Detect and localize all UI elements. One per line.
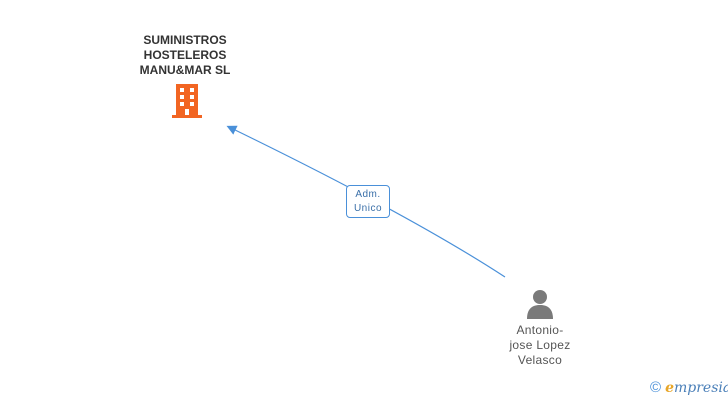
person-name-line: jose Lopez (509, 338, 571, 352)
relation-label[interactable]: Adm. Unico (346, 185, 390, 218)
company-name[interactable]: SUMINISTROS HOSTELEROS MANU&MAR SL (110, 33, 260, 78)
person-icon[interactable] (524, 288, 556, 320)
brand-name: empresia (665, 380, 728, 396)
empresia-logo[interactable]: © empresia (650, 378, 728, 398)
company-name-line: HOSTELEROS (143, 48, 227, 62)
person-name-line: Velasco (517, 353, 563, 367)
building-icon[interactable] (170, 83, 204, 119)
company-name-line: MANU&MAR SL (139, 63, 231, 77)
brand-rest: mpresia (673, 380, 728, 396)
person-name-line: Antonio- (516, 323, 564, 337)
company-name-line: SUMINISTROS (143, 33, 227, 47)
copyright-icon: © (650, 379, 662, 396)
relation-label-line: Adm. (355, 189, 381, 200)
person-name[interactable]: Antonio- jose Lopez Velasco (480, 323, 600, 368)
relation-label-line: Unico (353, 203, 383, 214)
brand-initial: e (665, 380, 674, 396)
